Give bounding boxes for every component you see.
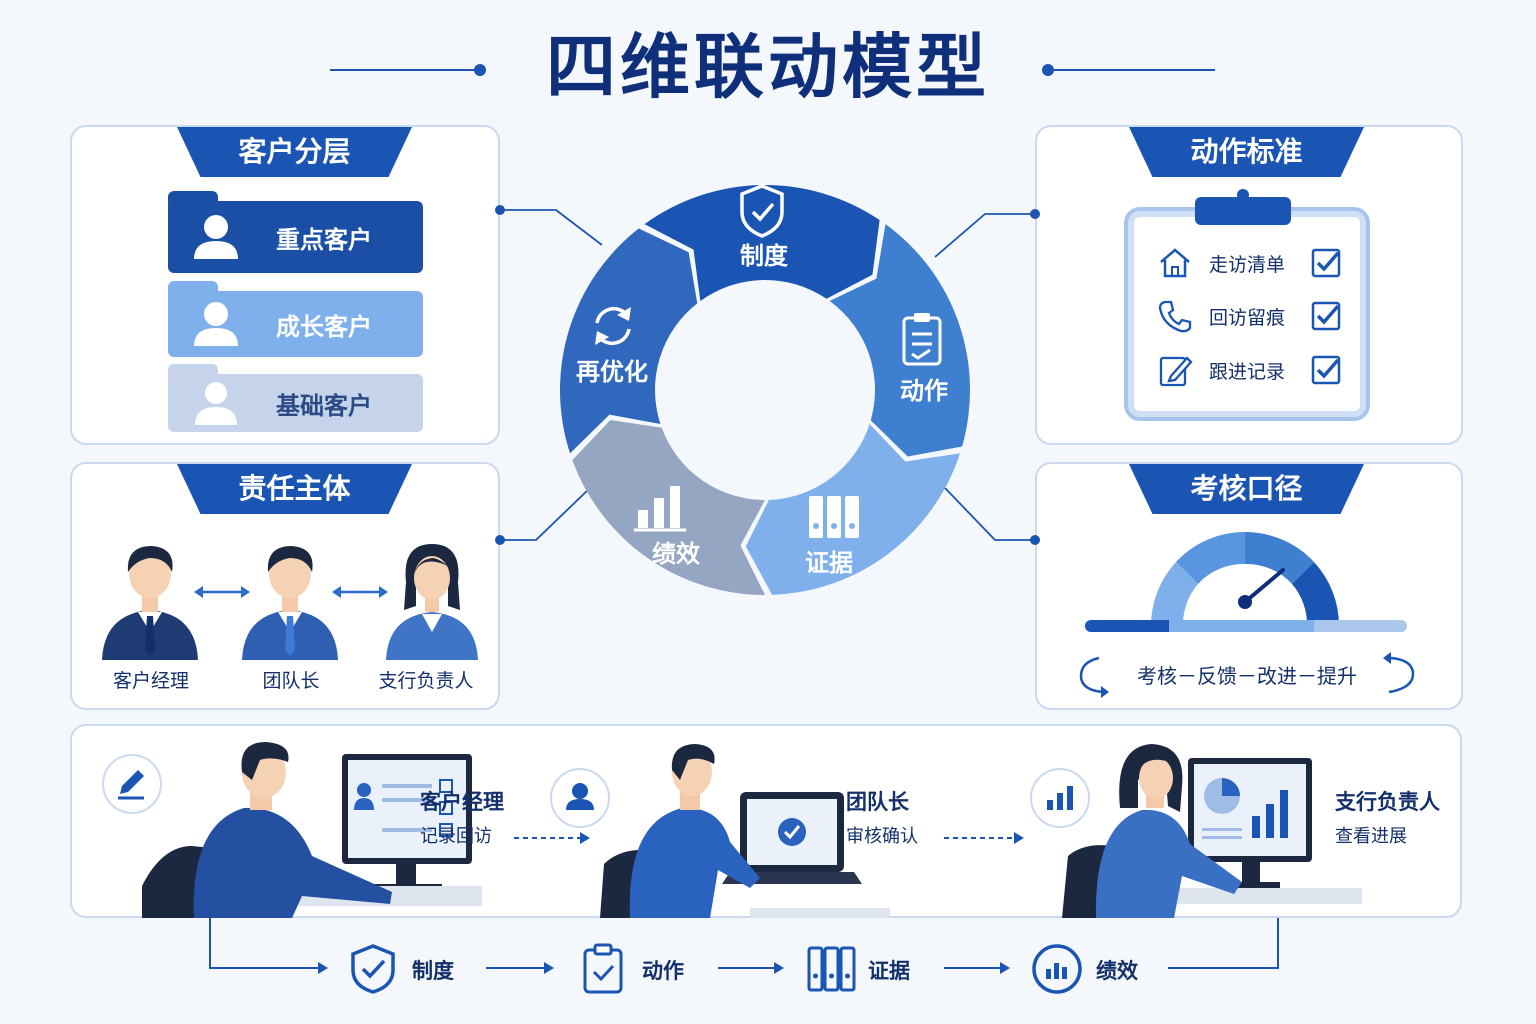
clipboard-check-icon	[583, 943, 623, 994]
branch-head-workstation	[1062, 744, 1362, 918]
clipboard-icon	[902, 313, 942, 366]
bar-chart-circle-icon	[1030, 768, 1090, 828]
tier-label: 基础客户	[276, 391, 372, 420]
cycle-arrows-icon	[1079, 652, 1415, 698]
person-icon	[195, 382, 237, 425]
workflow-panel: 客户经理 记录回访 团队长 审核确认	[70, 724, 1462, 918]
progress-bar-fill	[1085, 620, 1169, 632]
shield-check-icon	[351, 944, 395, 994]
shield-icon	[740, 184, 784, 238]
role-label: 支行负责人	[378, 670, 474, 692]
person-icon	[194, 215, 238, 259]
tier-basic-customer[interactable]: 基础客户	[168, 364, 423, 432]
tier-key-customer[interactable]: 重点客户	[168, 191, 423, 273]
title-left-line	[330, 64, 486, 76]
checklist-item[interactable]: 回访留痕	[1157, 298, 1357, 334]
progress-bar	[1085, 620, 1407, 632]
bottom-flow-label: 绩效	[1096, 959, 1138, 983]
checklist-item-label: 跟进记录	[1209, 360, 1286, 383]
workflow-action: 查看进展	[1335, 826, 1407, 847]
responsible-header: 责任主体	[177, 464, 412, 514]
chart-circle-icon	[1032, 944, 1082, 994]
home-icon	[1160, 248, 1190, 278]
ring-segment-optimize	[560, 228, 698, 454]
checklist-item-label: 回访留痕	[1209, 306, 1286, 329]
binders-icon	[809, 496, 859, 538]
cycle-label-action: 动作	[900, 377, 948, 405]
cycle-label-performance: 绩效	[652, 540, 700, 568]
pen-icon	[102, 754, 162, 814]
refresh-icon	[595, 306, 631, 346]
cycle-label-optimize: 再优化	[576, 358, 648, 386]
title-right-line	[1042, 64, 1215, 76]
assessment-panel: 考核口径 考核－反馈－改进－提升	[1035, 462, 1463, 710]
clipboard-clip-top	[1237, 189, 1249, 201]
bottom-flow-label: 制度	[412, 959, 454, 983]
account-manager-avatar	[102, 546, 198, 660]
branch-head-avatar	[386, 544, 478, 660]
bottom-flow-label: 证据	[868, 959, 910, 983]
checklist-item[interactable]: 跟进记录	[1157, 352, 1357, 388]
clipboard-clip	[1195, 197, 1291, 225]
checked-checkbox-icon[interactable]	[1311, 301, 1341, 331]
person-icon	[194, 302, 238, 346]
team-leader-avatar	[242, 546, 338, 660]
action-standard-header: 动作标准	[1129, 127, 1364, 177]
workflow-action: 记录回访	[420, 826, 492, 847]
workflow-role: 团队长	[846, 790, 909, 814]
double-arrow-icon	[332, 586, 388, 598]
ring-segment-action	[829, 224, 970, 457]
dashed-arrow	[944, 832, 1024, 844]
action-standard-panel: 动作标准 走访清单 回访留痕 跟进记录	[1035, 125, 1463, 445]
customer-tiers-header: 客户分层	[177, 127, 412, 177]
workflow-action: 审核确认	[846, 826, 918, 847]
workflow-role: 支行负责人	[1335, 790, 1440, 814]
ring-segment-performance	[572, 420, 765, 595]
bottom-flow-label: 动作	[642, 959, 684, 983]
assessment-cycle-text: 考核－反馈－改进－提升	[1137, 664, 1357, 688]
phone-icon	[1158, 300, 1192, 333]
cycle-label-system: 制度	[740, 242, 789, 270]
workflow-role: 客户经理	[420, 790, 504, 814]
customer-tiers-panel: 客户分层 重点客户 成长客户 基础客户	[70, 125, 500, 445]
binders-icon	[807, 946, 856, 992]
responsible-panel: 责任主体 客户经理 团队长 支行负责人	[70, 462, 500, 710]
checked-checkbox-icon[interactable]	[1311, 248, 1341, 278]
progress-bar-mid	[1168, 620, 1314, 632]
team-leader-workstation	[600, 744, 890, 918]
double-arrow-icon	[194, 586, 250, 598]
role-label: 团队长	[262, 670, 320, 692]
connector-line	[934, 209, 1040, 258]
edit-note-icon	[1159, 356, 1193, 387]
tier-growth-customer[interactable]: 成长客户	[168, 281, 423, 357]
user-circle-icon	[550, 768, 610, 828]
page-title: 四维联动模型	[546, 26, 990, 108]
tier-label: 重点客户	[276, 225, 372, 254]
ring-segment-system	[644, 185, 880, 302]
checked-checkbox-icon[interactable]	[1311, 355, 1341, 385]
connector-line	[495, 205, 603, 246]
checklist-item-label: 走访清单	[1209, 253, 1286, 276]
checklist-item[interactable]: 走访清单	[1157, 245, 1357, 281]
dashed-arrow	[514, 832, 590, 844]
connector-line	[495, 487, 591, 545]
role-label: 客户经理	[112, 670, 189, 692]
assessment-header: 考核口径	[1129, 464, 1364, 514]
cycle-ring: 制度 动作 证据 绩效 再优化	[560, 184, 970, 595]
gauge-icon	[1150, 531, 1340, 626]
tier-label: 成长客户	[276, 312, 372, 341]
account-manager-workstation	[142, 742, 482, 918]
connector-line	[944, 487, 1040, 545]
bar-chart-icon	[634, 486, 686, 532]
cycle-label-evidence: 证据	[805, 549, 853, 577]
bottom-flow-line	[209, 918, 1279, 974]
